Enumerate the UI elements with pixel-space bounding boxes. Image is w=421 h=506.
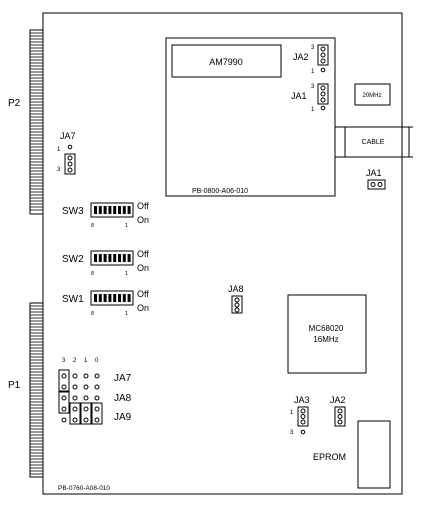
jumper-col-label: 0 [95, 358, 99, 364]
eprom-label: EPROM [313, 452, 346, 462]
jumper-pin [72, 395, 78, 401]
switch-label: SW2 [62, 254, 84, 265]
ja7-left-pin-bottom: 3 [57, 167, 61, 173]
daughter-part-number: PB-0800-A06-010 [192, 188, 248, 195]
cable-connector [334, 126, 413, 158]
jumper-pin [83, 406, 89, 412]
jumper-pin [72, 406, 78, 412]
switch-pin-right: 1 [125, 271, 128, 277]
cpu-line1: MC68020 [309, 324, 344, 333]
ja2-upper-jumper [317, 44, 329, 73]
jumper-pin [72, 417, 78, 423]
ja1-right-label: JA1 [366, 168, 382, 178]
jumper-pin [83, 384, 89, 390]
crystal-20mhz [354, 83, 391, 106]
ja7-left-jumper [64, 144, 76, 175]
ja8-center-jumper [231, 295, 243, 314]
jumper-pin [61, 417, 67, 423]
switch-on-label: On [137, 303, 149, 313]
ja1-upper-label: JA1 [291, 91, 307, 101]
am7990-label: AM7990 [209, 57, 243, 67]
ja2-bottom-jumper [334, 406, 346, 427]
ja8-block-jumper [58, 391, 70, 414]
switch-sw3 [90, 202, 134, 218]
jumper-pin [94, 406, 100, 412]
switch-sw1 [90, 290, 134, 306]
switch-pin-right: 1 [125, 223, 128, 229]
ja1-upper-jumper [317, 83, 329, 111]
jumper-col-label: 3 [62, 358, 66, 364]
ja2-upper-pin-bottom: 1 [311, 69, 315, 75]
jumper-pin [94, 384, 100, 390]
switch-pin-left: 8 [91, 311, 94, 317]
ja2-upper-pin-top: 3 [311, 45, 315, 51]
am7990-chip [171, 44, 282, 78]
switch-on-label: On [137, 215, 149, 225]
jumper-pin [83, 373, 89, 379]
p1-label: P1 [8, 380, 21, 391]
jumper-row-label: JA7 [114, 373, 132, 384]
board-part-number: PB-0760-A08-010 [58, 485, 110, 492]
ja3-pin-bottom: 3 [290, 430, 294, 436]
ja2-upper-label: JA2 [293, 52, 309, 62]
jumper-row-label: JA9 [114, 412, 132, 423]
jumper-col-label: 1 [84, 358, 88, 364]
jumper-pin [72, 373, 78, 379]
switch-sw2 [90, 250, 134, 266]
jumper-pin [61, 406, 67, 412]
mc68020-chip [287, 294, 367, 374]
ja3-pin-top: 1 [290, 410, 294, 416]
ja7-left-pin-top: 1 [57, 147, 61, 153]
jumper-pin [83, 395, 89, 401]
jumper-pin [72, 384, 78, 390]
eprom-chip [357, 420, 391, 489]
jumper-pin [61, 395, 67, 401]
ja1-upper-pin-bottom: 1 [311, 107, 315, 113]
cpu-line2: 16MHz [313, 335, 338, 344]
switch-label: SW1 [62, 294, 84, 305]
jumper-pin [94, 417, 100, 423]
jumper-pin [94, 373, 100, 379]
switch-off-label: Off [137, 201, 149, 211]
ja7-block-jumper [58, 369, 70, 392]
p1-connector [29, 302, 44, 478]
ja1-upper-pin-top: 3 [311, 84, 315, 90]
jumper-pin [94, 395, 100, 401]
switch-off-label: Off [137, 249, 149, 259]
jumper-col-label: 2 [73, 358, 77, 364]
switch-on-label: On [137, 263, 149, 273]
board-outline [42, 12, 403, 495]
p2-label: P2 [8, 98, 21, 109]
jumper-pin [61, 384, 67, 390]
switch-pin-right: 1 [125, 311, 128, 317]
switch-off-label: Off [137, 289, 149, 299]
ja9-block-jumper [91, 402, 103, 425]
ja8-center-label: JA8 [228, 284, 244, 294]
ja9-block-jumper [80, 402, 92, 425]
jumper-row-label: JA8 [114, 393, 132, 404]
switch-pin-left: 8 [91, 271, 94, 277]
jumper-pin [83, 417, 89, 423]
ja9-block-jumper [69, 402, 81, 425]
p2-connector [29, 29, 44, 215]
ja2-bottom-label: JA2 [330, 395, 346, 405]
ja1-right-jumper [367, 179, 386, 190]
daughter-board [165, 37, 336, 197]
ja7-left-label: JA7 [60, 131, 76, 141]
switch-pin-left: 8 [91, 223, 94, 229]
ja3-label: JA3 [294, 395, 310, 405]
jumper-pin [61, 373, 67, 379]
ja3-jumper [297, 406, 309, 435]
cable-label: CABLE [362, 139, 385, 146]
crystal-label: 20MHz [362, 93, 381, 99]
switch-label: SW3 [62, 206, 84, 217]
